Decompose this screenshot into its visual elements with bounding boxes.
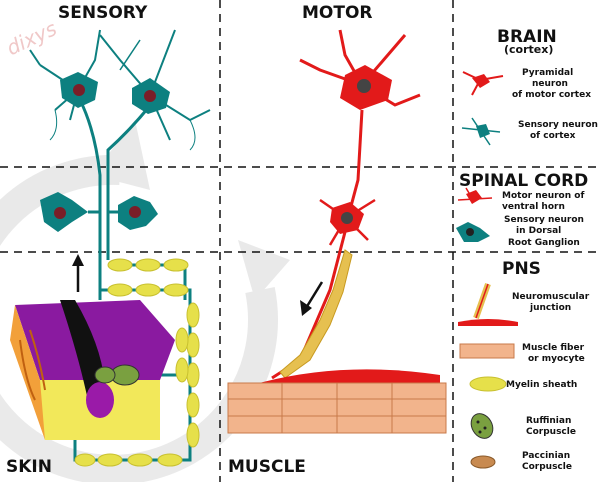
sensory-cortex-somas <box>60 72 170 114</box>
sensory-title: SENSORY <box>58 3 148 23</box>
muscle-fiber-icon <box>460 344 514 358</box>
pyramidal-label-2: neuron <box>532 79 568 89</box>
pyramidal-label-3: of motor cortex <box>512 90 591 100</box>
spinal-cord-title: SPINAL CORD <box>459 171 588 191</box>
ruffinian-label-1: Ruffinian <box>526 416 571 426</box>
nmj-label-1: Neuromuscular <box>512 292 590 302</box>
descending-arrow <box>300 282 322 316</box>
sensory-cortex-neuron-icon <box>462 118 500 145</box>
nmj-label-2: junction <box>529 303 571 313</box>
sensory-cortex-label-2: of cortex <box>530 131 576 141</box>
myelin-sheath-icon <box>470 377 506 391</box>
muscle-fiber-label-2: or myocyte <box>528 354 585 364</box>
ventral-horn-label-2: ventral horn <box>502 202 565 212</box>
pyramidal-neuron-icon <box>463 72 503 95</box>
muscle-title: MUSCLE <box>228 457 306 477</box>
paccinian-label-2: Corpuscle <box>522 462 572 472</box>
motor-axon <box>272 232 352 378</box>
pyramidal-label-1: Pyramidal <box>522 68 573 78</box>
myelin-label: Myelin sheath <box>506 380 577 390</box>
muscle-fiber-label-1: Muscle fiber <box>522 343 585 353</box>
ascending-arrow <box>72 254 84 292</box>
motor-cortex-neuron <box>300 30 420 210</box>
paccinian-corpuscle-icon <box>471 456 495 468</box>
drg-neuron-icon <box>456 222 490 242</box>
ruffinian-label-2: Corpuscle <box>526 427 576 437</box>
paccinian-label-1: Paccinian <box>522 451 570 461</box>
motor-ventral-horn-neuron <box>320 200 375 245</box>
pns-title: PNS <box>502 259 541 279</box>
motor-title: MOTOR <box>302 3 373 23</box>
skin-block <box>10 300 175 440</box>
nmj-icon <box>458 284 518 326</box>
brain-subtitle: (cortex) <box>504 43 553 56</box>
ventral-horn-label-1: Motor neuron of <box>502 191 584 201</box>
ruffinian-corpuscle-icon <box>467 410 497 443</box>
skin-title: SKIN <box>6 457 52 477</box>
drg-label-2: in Dorsal <box>516 226 561 236</box>
sensory-cortex-label-1: Sensory neuron <box>518 120 598 130</box>
drg-label-1: Sensory neuron <box>504 215 584 225</box>
drg-label-3: Root Ganglion <box>508 238 580 248</box>
